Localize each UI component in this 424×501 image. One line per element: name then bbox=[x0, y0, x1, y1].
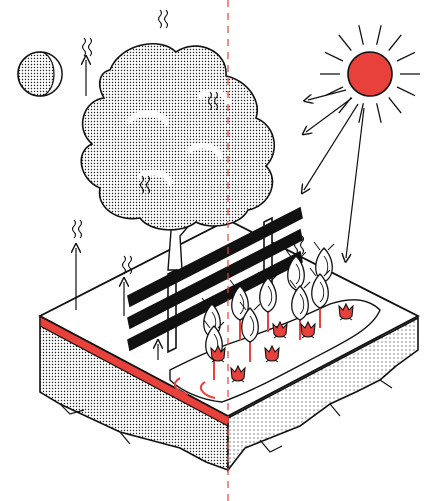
soil-block bbox=[40, 220, 418, 470]
heat-wave-icon bbox=[159, 10, 168, 28]
sun-ray bbox=[325, 52, 343, 61]
sun-ray bbox=[377, 25, 381, 44]
sun-ray-arrow-3 bbox=[304, 104, 358, 190]
heat-wave-icon bbox=[73, 220, 82, 238]
sun-ray-arrow-2 bbox=[306, 98, 352, 132]
sun-ray-arrows bbox=[304, 90, 364, 258]
sun-ray bbox=[397, 87, 415, 96]
sun-ray-arrow-4 bbox=[346, 108, 364, 258]
heat-wave-icon bbox=[83, 38, 92, 56]
tree-canopy bbox=[81, 44, 274, 230]
sun-ray bbox=[397, 52, 415, 61]
sun-ray bbox=[339, 35, 351, 51]
sun-icon bbox=[320, 25, 420, 122]
sun-ray bbox=[389, 35, 401, 51]
sun-ray bbox=[377, 103, 381, 122]
crescent-moon-icon bbox=[18, 52, 62, 96]
sun-ray-arrow-1 bbox=[308, 90, 346, 100]
sun-ray bbox=[389, 97, 401, 113]
sun-ray bbox=[359, 25, 363, 44]
